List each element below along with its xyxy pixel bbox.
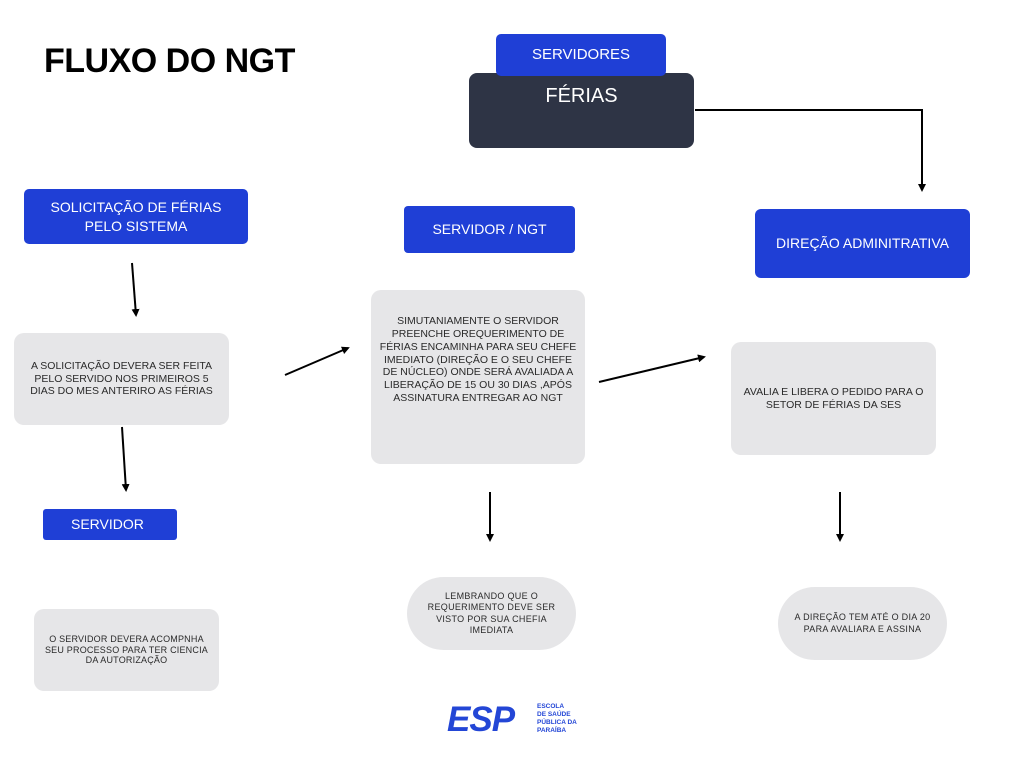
arrow-center-to-right: [598, 354, 706, 383]
direcao-box: DIREÇÃO ADMINITRATIVA: [755, 209, 970, 278]
ferias-box: FÉRIAS: [469, 73, 694, 148]
acompanhar-note: O SERVIDOR DEVERA ACOMPNHA SEU PROCESSO …: [34, 609, 219, 691]
prazo-direcao-note: A DIREÇÃO TEM ATÉ O DIA 20 PARA AVALIARA…: [778, 587, 947, 660]
logo-line: PARAÍBA: [537, 727, 567, 735]
esp-logo-mark: ESP: [447, 700, 515, 739]
logo-line: DE SAÚDE: [537, 711, 571, 719]
avalia-note: AVALIA E LIBERA O PEDIDO PARA O SETOR DE…: [731, 342, 936, 455]
arrow-ferias-to-direcao: [695, 109, 926, 192]
arrow-solicitacao-down: [131, 262, 140, 317]
servidor-ngt-box: SERVIDOR / NGT: [404, 206, 575, 253]
logo-line: PÚBLICA DA: [537, 719, 577, 727]
lembrando-note: LEMBRANDO QUE O REQUERIMENTO DEVE SER VI…: [407, 577, 576, 650]
page-title: FLUXO DO NGT: [44, 42, 295, 80]
solicitacao-box: SOLICITAÇÃO DE FÉRIAS PELO SISTEMA: [24, 189, 248, 244]
arrow-prazo-to-servidor: [121, 426, 130, 492]
servidores-box: SERVIDORES: [496, 34, 666, 76]
esp-logo-text: ESCOLA DE SAÚDE PÚBLICA DA PARAÍBA: [537, 703, 587, 736]
servidor-box: SERVIDOR: [43, 509, 177, 540]
requerimento-note: SIMUTANIAMENTE O SERVIDOR PREENCHE OREQU…: [371, 290, 585, 464]
arrow-left-to-center: [284, 346, 350, 376]
logo-line: ESCOLA: [537, 703, 565, 710]
solicitacao-prazo-note: A SOLICITAÇÃO DEVERA SER FEITA PELO SERV…: [14, 333, 229, 425]
